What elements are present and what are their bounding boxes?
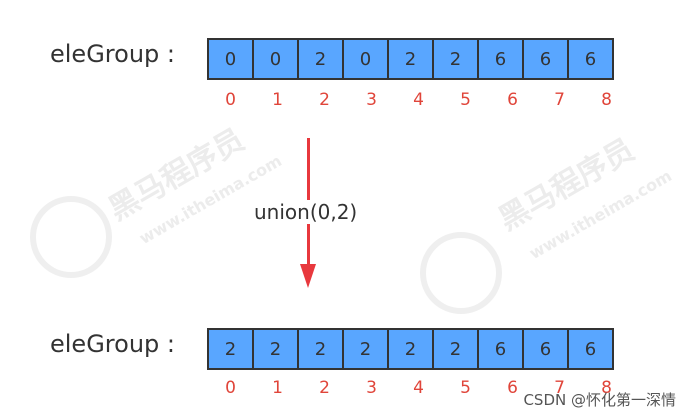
bottom-cell: 2 [254,330,299,368]
bottom-cell: 2 [389,330,434,368]
top-cell: 0 [254,40,299,78]
top-index-label: 1 [272,90,283,110]
top-cell: 0 [344,40,389,78]
arrow-head-icon [300,264,316,288]
bottom-index-label: 5 [460,378,471,398]
top-index-label: 4 [413,90,424,110]
top-cell: 6 [479,40,524,78]
operation-label: union(0,2) [252,200,360,224]
watermark-logo-circle-2 [420,232,502,314]
top-index-label: 6 [507,90,518,110]
bottom-cell: 6 [479,330,524,368]
top-cell: 2 [434,40,479,78]
bottom-cell: 2 [209,330,254,368]
top-index-label: 5 [460,90,471,110]
bottom-index-label: 8 [601,378,612,398]
top-cell: 0 [209,40,254,78]
bottom-index-label: 1 [272,378,283,398]
top-cell: 6 [569,40,612,78]
watermark-brand-2: 黑马程序员 [493,132,641,238]
bottom-index-label: 2 [319,378,330,398]
bottom-cell: 2 [299,330,344,368]
bottom-index-label: 6 [507,378,518,398]
bottom-cell: 6 [569,330,612,368]
top-index-label: 2 [319,90,330,110]
top-index-label: 0 [225,90,236,110]
top-index-label: 3 [366,90,377,110]
bottom-index-label: 0 [225,378,236,398]
bottom-index-label: 3 [366,378,377,398]
bottom-index-label: 4 [413,378,424,398]
top-cell: 2 [299,40,344,78]
bottom-indices: 0 1 2 3 4 5 6 7 8 [207,378,630,398]
bottom-cell: 6 [524,330,569,368]
bottom-cell: 2 [434,330,479,368]
top-index-label: 7 [554,90,565,110]
top-cell: 6 [524,40,569,78]
top-indices: 0 1 2 3 4 5 6 7 8 [207,90,630,110]
credit-text: CSDN @怀化第一深情 [523,391,676,409]
bottom-group-label: eleGroup : [50,330,175,358]
watermark-logo-circle [30,196,112,278]
top-cell: 2 [389,40,434,78]
bottom-index-label: 7 [554,378,565,398]
top-group-label: eleGroup : [50,40,175,68]
bottom-cell: 2 [344,330,389,368]
top-index-label: 8 [601,90,612,110]
